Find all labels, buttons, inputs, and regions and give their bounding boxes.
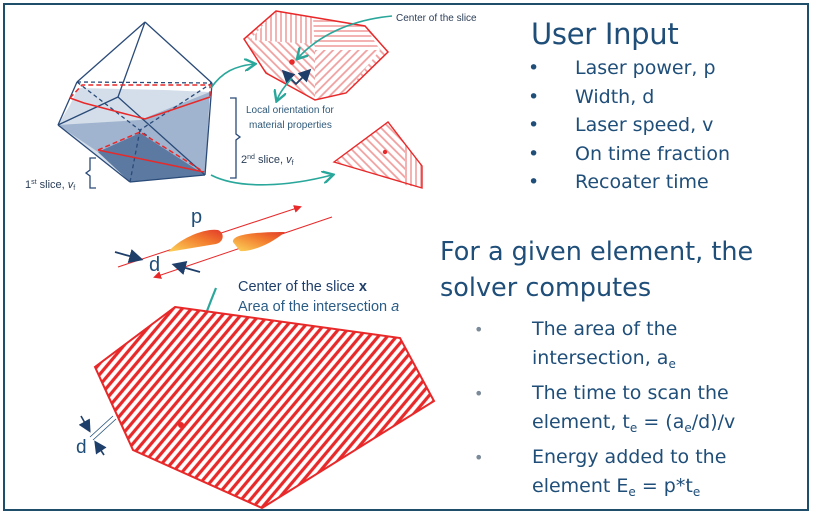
slice-center-dot (289, 59, 295, 65)
laser-power-symbol: p (191, 206, 202, 228)
top-slice-shape (243, 10, 390, 101)
bullet-icon: • (528, 57, 540, 79)
laser-spot-2 (232, 232, 285, 252)
solver-title: For a given element, the solver computes (440, 237, 754, 303)
user-input-title: User Input (531, 17, 679, 51)
local-orientation-label-2: material properties (249, 120, 332, 131)
bullet-icon: • (528, 114, 540, 136)
bullet-icon: • (474, 320, 484, 339)
width-symbol: d (149, 254, 160, 276)
orientation-arrow (277, 77, 293, 100)
brace-first-slice (84, 157, 96, 189)
area-of-intersection-label: Area of the intersection a (238, 299, 399, 315)
bottom-slice-shape (332, 121, 423, 189)
bullet-icon: • (528, 171, 540, 193)
center-pointer-arrow (298, 15, 393, 58)
polyhedron-figure (57, 21, 242, 189)
bullet-icon: • (474, 448, 484, 467)
laser-spot-1 (168, 229, 223, 252)
center-of-slice-x-label: Center of the slice x (238, 279, 367, 295)
area-center-dot (178, 422, 184, 428)
bottom-slice-arrow (210, 175, 332, 186)
local-orientation-label-1: Local orientation for (246, 105, 335, 116)
top-slice-arrow (210, 64, 254, 89)
bullet-icon: • (528, 85, 540, 108)
width-marker (78, 415, 117, 456)
intersection-area-shape (93, 305, 436, 510)
width-symbol-bottom: d (76, 437, 87, 458)
laser-scan-figure (114, 205, 333, 279)
brace-second-slice (230, 97, 242, 179)
center-of-slice-label: Center of the slice (396, 13, 477, 24)
bullet-icon: • (474, 384, 484, 403)
bullet-icon: • (528, 142, 540, 165)
first-slice-label: 1st slice, vf (25, 179, 75, 192)
second-slice-label: 2nd slice, vf (241, 154, 294, 167)
